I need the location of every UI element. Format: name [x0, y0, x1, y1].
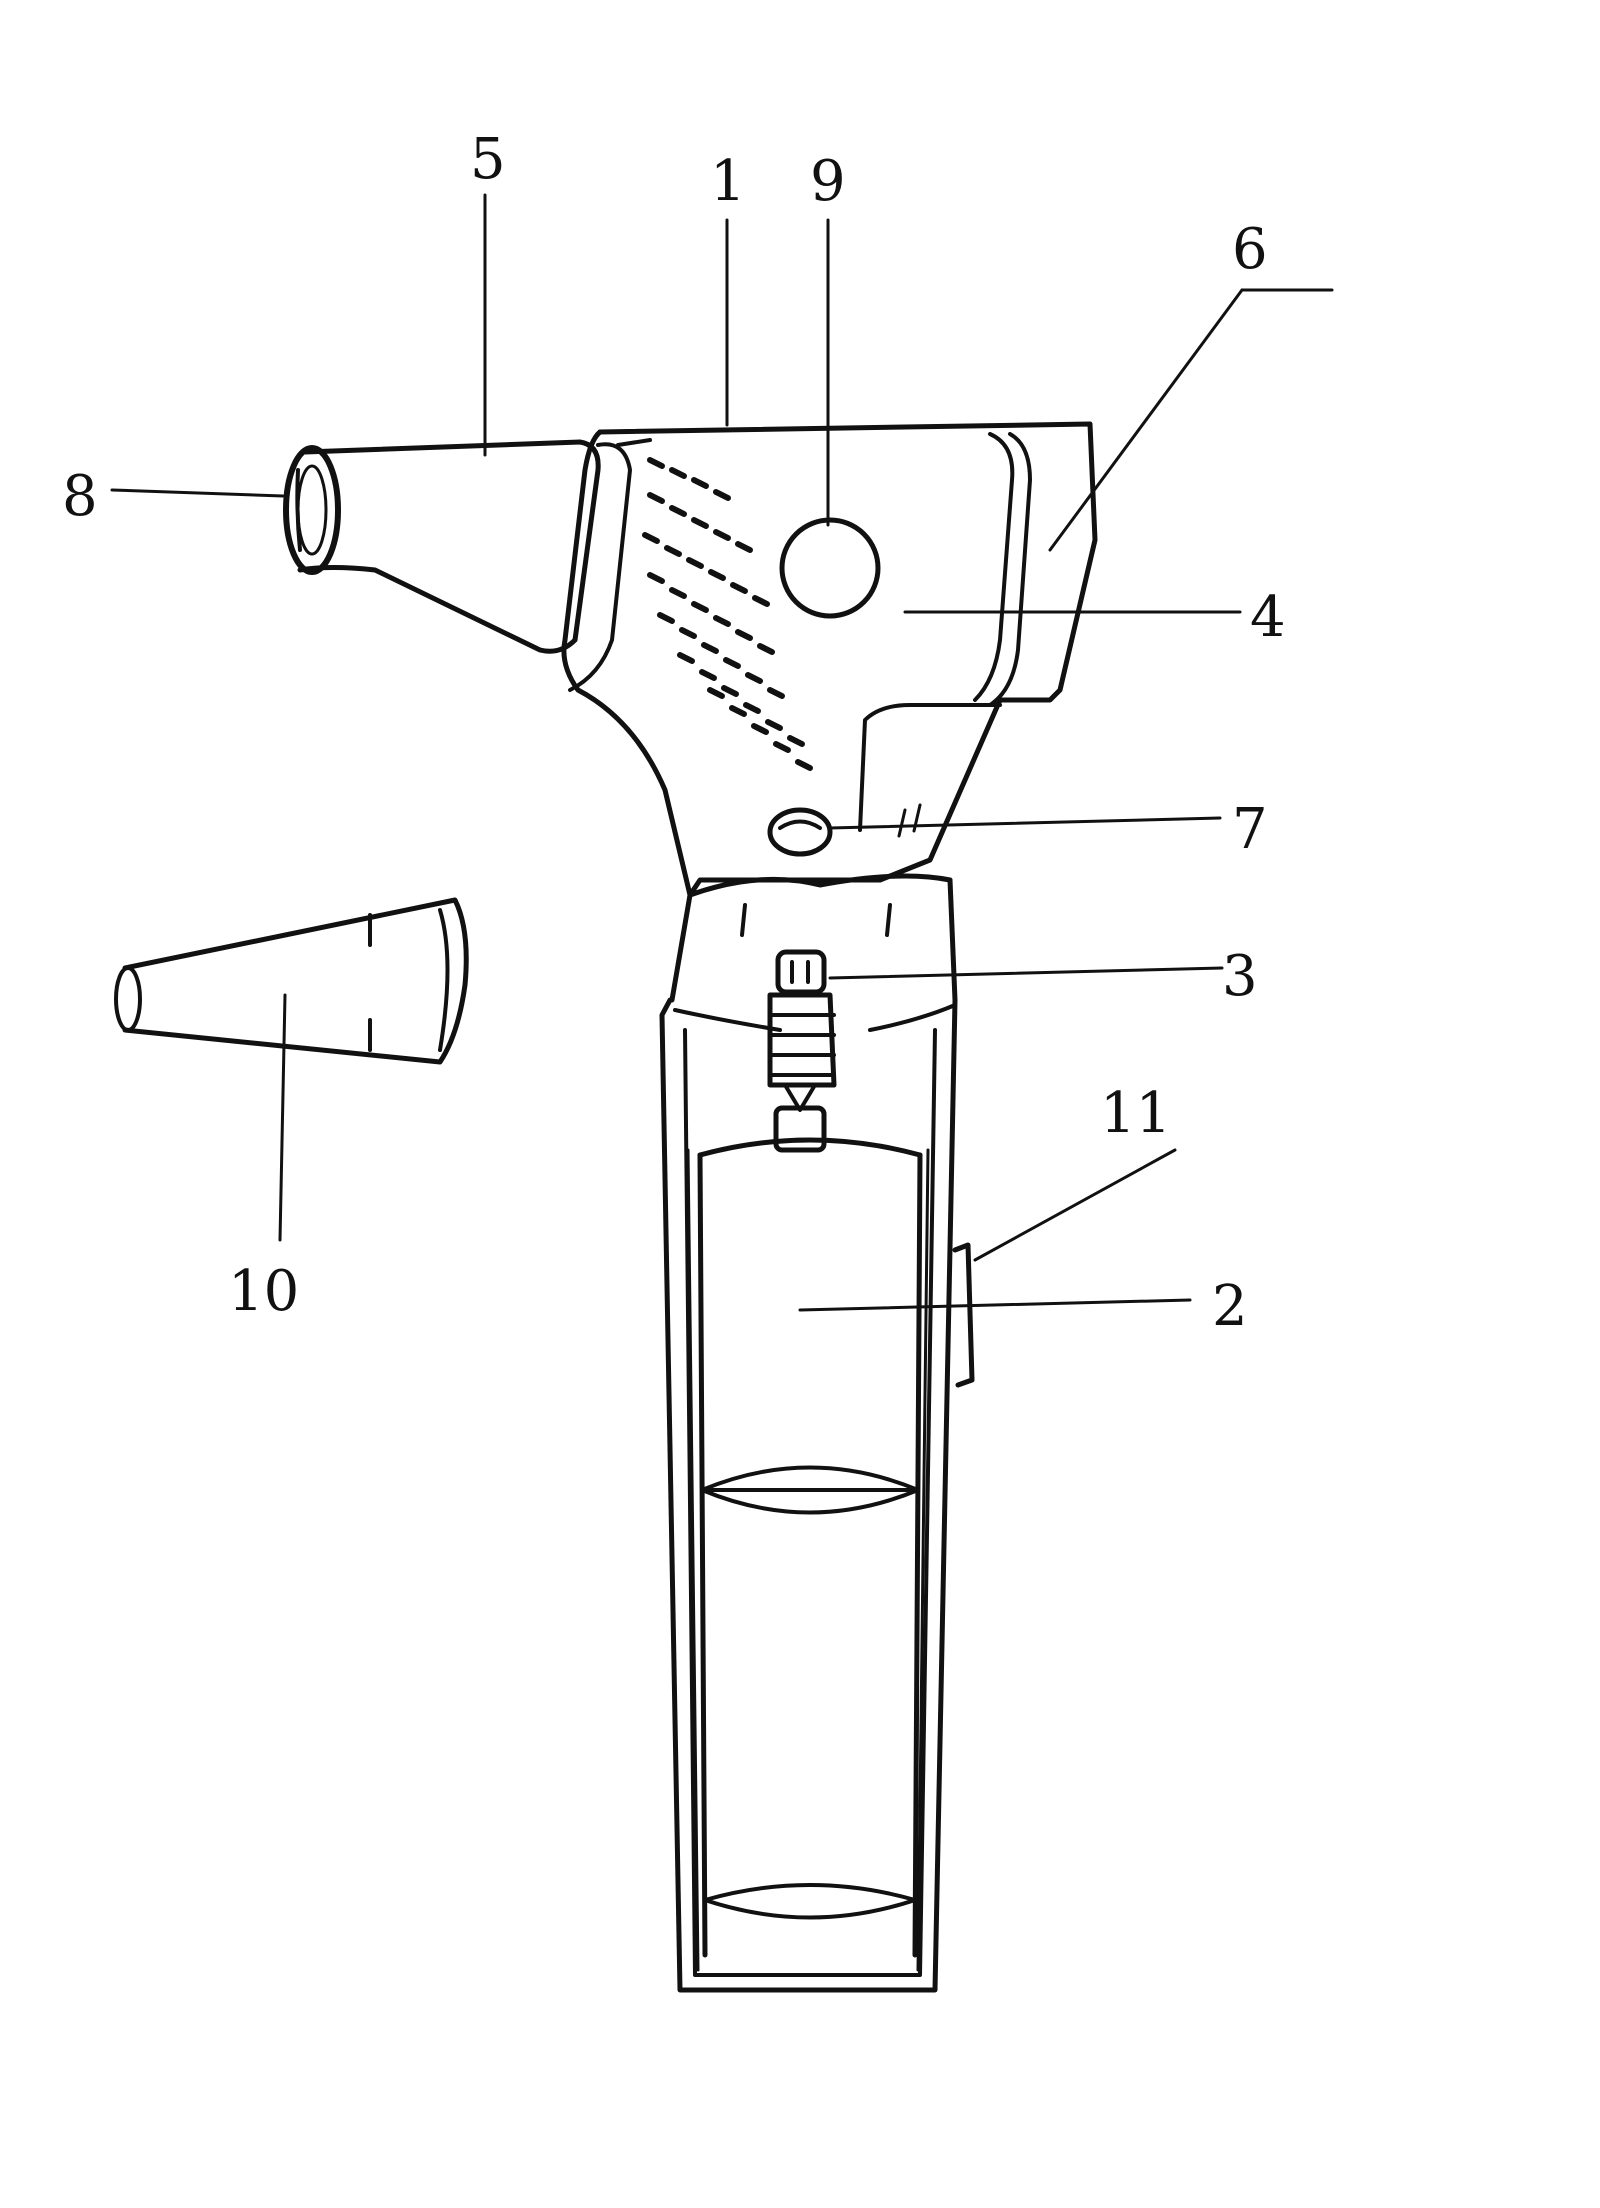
label-7: 7	[1232, 797, 1268, 862]
reference-labels: 1 5 9 6 4 7 8 3 11 2 10	[62, 127, 1286, 1339]
spare-speculum	[114, 897, 469, 1065]
leader-lines	[110, 193, 1334, 1312]
label-8: 8	[62, 464, 98, 529]
neck-collar	[669, 873, 958, 1032]
label-9: 9	[810, 149, 846, 214]
handle	[659, 997, 975, 1993]
label-1: 1	[710, 149, 746, 214]
battery	[697, 1137, 923, 1958]
lamp	[767, 949, 837, 1153]
label-4: 4	[1250, 585, 1286, 650]
speculum-tip	[283, 439, 601, 654]
label-6: 6	[1232, 217, 1268, 282]
label-5: 5	[470, 127, 506, 192]
label-3: 3	[1222, 944, 1258, 1009]
label-10: 10	[228, 1259, 299, 1324]
label-2: 2	[1212, 1274, 1248, 1339]
label-11: 11	[1100, 1081, 1171, 1146]
